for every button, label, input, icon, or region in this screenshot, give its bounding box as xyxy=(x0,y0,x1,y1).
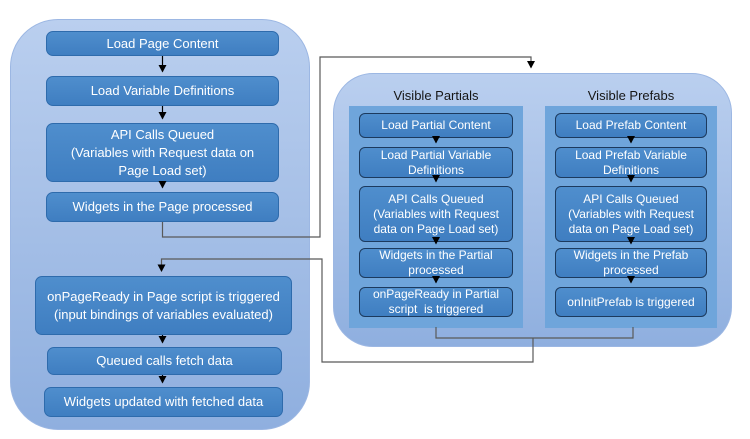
step-widgets-in-prefab-processed: Widgets in the Prefab processed xyxy=(555,248,707,278)
step-widgets-in-partial-processed: Widgets in the Partial processed xyxy=(359,248,513,278)
step-load-variable-definitions: Load Variable Definitions xyxy=(46,76,279,106)
step-load-page-content: Load Page Content xyxy=(46,31,279,56)
step-onpageready-page-script: onPageReady in Page script is triggered … xyxy=(35,276,292,335)
step-api-calls-queued: API Calls Queued (Variables with Request… xyxy=(46,123,279,182)
step-onpageready-partial-script: onPageReady in Partial script is trigger… xyxy=(359,287,513,317)
step-prefab-api-calls-queued: API Calls Queued (Variables with Request… xyxy=(555,186,707,242)
step-load-prefab-content: Load Prefab Content xyxy=(555,113,707,138)
step-load-prefab-variable-definitions: Load Prefab Variable Definitions xyxy=(555,147,707,178)
step-widgets-in-page-processed: Widgets in the Page processed xyxy=(46,192,279,222)
visible-partials-title: Visible Partials xyxy=(393,88,479,103)
visible-prefabs-title: Visible Prefabs xyxy=(587,88,675,103)
step-load-partial-variable-definitions: Load Partial Variable Definitions xyxy=(359,147,513,178)
step-queued-calls-fetch-data: Queued calls fetch data xyxy=(47,347,282,375)
step-oninitprefab-triggered: onInitPrefab is triggered xyxy=(555,287,707,317)
step-widgets-updated-fetched-data: Widgets updated with fetched data xyxy=(44,387,283,417)
step-load-partial-content: Load Partial Content xyxy=(359,113,513,138)
step-partial-api-calls-queued: API Calls Queued (Variables with Request… xyxy=(359,186,513,242)
